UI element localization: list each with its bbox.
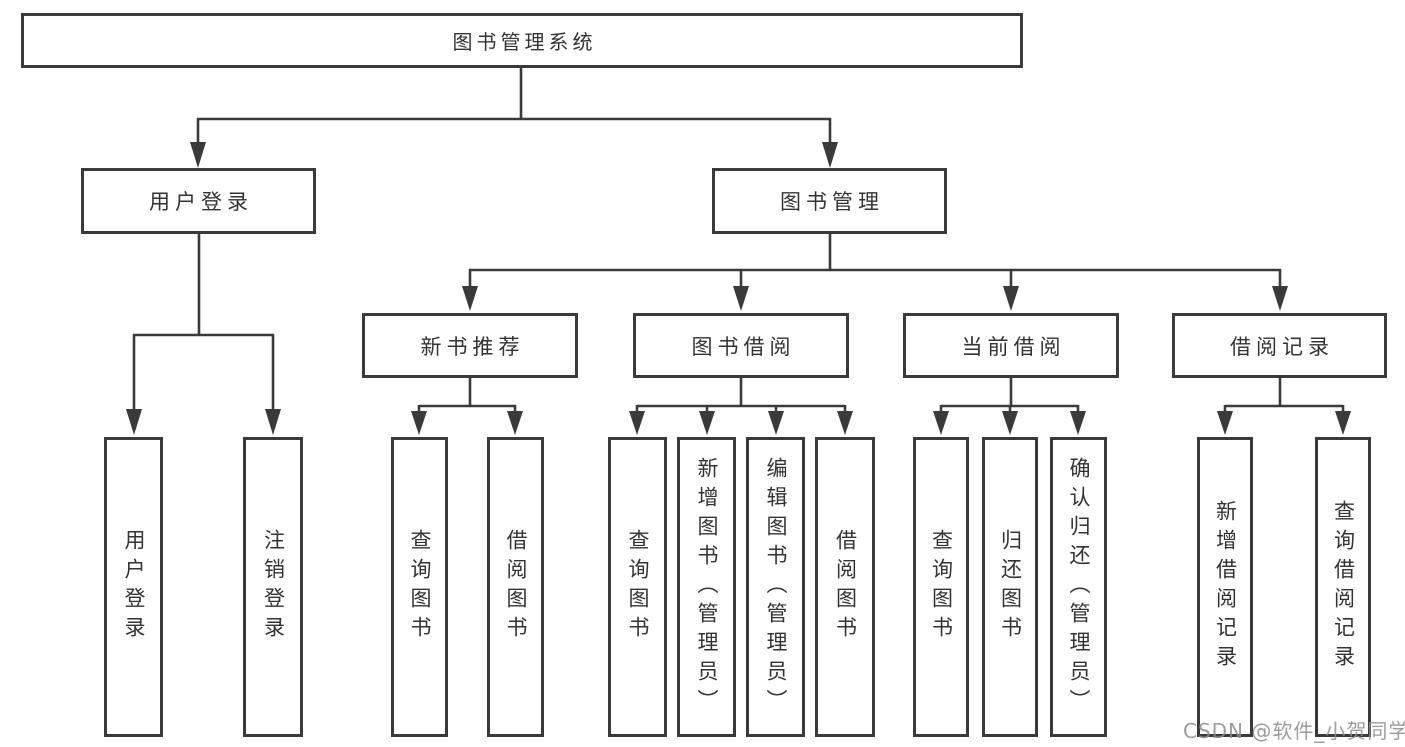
leaf-current-confirm-return-admin: 确认归还（管理员） [1050,437,1107,737]
leaf-borrow-borrow-books: 借阅图书 [815,437,875,737]
node-new-book-recommendation: 新书推荐 [362,313,578,378]
login-connectors [132,234,275,413]
node-book-management: 图书管理 [712,168,947,234]
arrowheads [126,142,1351,435]
node-current-borrowing: 当前借阅 [903,313,1119,378]
leaf-current-return-books: 归还图书 [982,437,1038,737]
root-connectors [196,68,832,147]
node-user-login: 用户登录 [81,168,316,234]
leaf-records-add-record: 新增借阅记录 [1197,437,1253,737]
leaf-records-query-record: 查询借阅记录 [1315,437,1371,737]
watermark: CSDN @软件_小贺同学 [1183,719,1405,743]
leaf-logout: 注销登录 [243,437,303,737]
borrow-connectors [635,378,847,413]
management-connectors [468,234,1282,289]
node-library-management-system: 图书管理系统 [21,13,1023,68]
leaf-borrow-add-books-admin: 新增图书（管理员） [677,437,736,737]
node-borrowing-records: 借阅记录 [1172,313,1387,378]
leaf-borrow-query-books: 查询图书 [608,437,667,737]
records-connectors [1223,378,1345,413]
leaf-recommend-borrow-books: 借阅图书 [487,437,544,737]
leaf-borrow-edit-books-admin: 编辑图书（管理员） [746,437,805,737]
leaf-user-login: 用户登录 [104,437,163,737]
leaf-recommend-query-books: 查询图书 [391,437,448,737]
recommend-connectors [417,378,517,413]
leaf-current-query-books: 查询图书 [913,437,969,737]
node-book-borrowing: 图书借阅 [633,313,849,378]
current-connectors [939,378,1080,413]
